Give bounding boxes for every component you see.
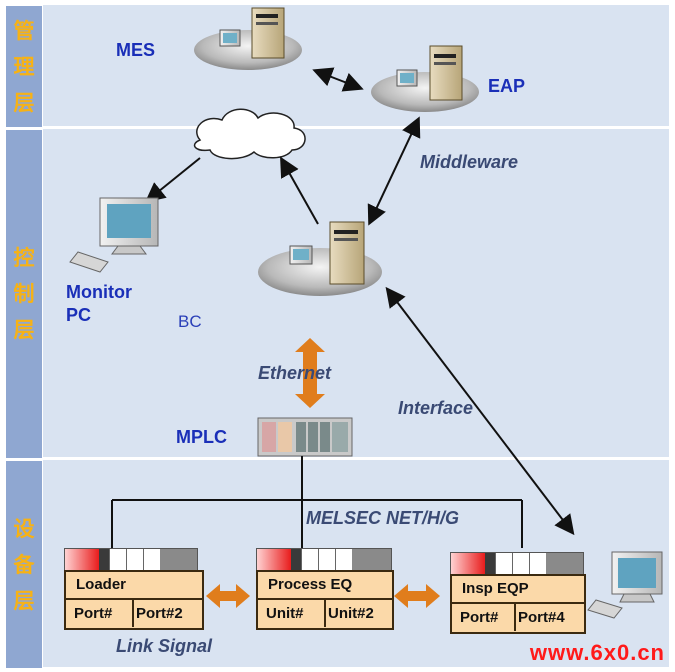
insp-plc-bar	[450, 552, 584, 576]
interface-label: Interface	[398, 398, 474, 418]
monitor-pc-label-line1: Monitor	[66, 282, 132, 302]
melsec-label: MELSEC NET/H/G	[306, 508, 460, 528]
desktop-computer-icon	[396, 69, 418, 87]
equipment-title: Process EQ	[258, 572, 392, 600]
equipment-port: Unit#	[258, 600, 326, 627]
eap-label: EAP	[488, 76, 526, 96]
equipment-title: Insp EQP	[452, 576, 584, 604]
bc-label: BC	[178, 312, 202, 331]
cloud-icon	[193, 108, 306, 160]
server-icon	[429, 45, 463, 101]
layer-label-equipment: 设 备 层	[5, 460, 43, 669]
ethernet-label: Ethernet	[258, 363, 332, 383]
eap-server-node	[371, 45, 479, 112]
mes-server-node	[194, 7, 302, 70]
link-signal-arrow-2	[394, 584, 440, 608]
watermark: www.6x0.cn	[529, 640, 665, 665]
middleware-label: Middleware	[420, 152, 519, 172]
equipment-insp: Insp EQP Port# Port#4	[450, 574, 586, 634]
layer-label-management: 管 理 层	[5, 5, 43, 128]
loader-plc-bar	[64, 548, 198, 572]
monitor-pc-icon	[69, 197, 159, 273]
server-icon	[251, 7, 285, 59]
desktop-computer-icon	[219, 29, 241, 47]
equipment-port: Port#	[66, 600, 134, 627]
equipment-title: Loader	[66, 572, 202, 600]
equipment-pc-icon	[587, 551, 663, 619]
link-signal-label: Link Signal	[116, 636, 213, 656]
mplc-label: MPLC	[176, 427, 227, 447]
equipment-port: Unit#2	[328, 605, 374, 622]
equipment-process: Process EQ Unit# Unit#2	[256, 570, 394, 630]
server-icon	[329, 221, 365, 285]
plc-module-icon	[257, 417, 353, 457]
layer-label-control: 控 制 层	[5, 129, 43, 459]
equipment-port: Port#2	[136, 605, 183, 622]
ethernet-arrow	[295, 338, 325, 408]
bc-server-node	[258, 221, 382, 296]
equipment-loader: Loader Port# Port#2	[64, 570, 204, 630]
process-plc-bar	[256, 548, 392, 572]
equipment-port: Port#	[452, 604, 516, 631]
mes-label: MES	[116, 40, 156, 60]
equipment-port: Port#4	[518, 609, 565, 626]
layer-panel-management	[43, 5, 669, 126]
monitor-pc-label-line2: PC	[66, 305, 92, 325]
link-signal-arrow-1	[206, 584, 250, 608]
desktop-computer-icon	[289, 245, 313, 265]
